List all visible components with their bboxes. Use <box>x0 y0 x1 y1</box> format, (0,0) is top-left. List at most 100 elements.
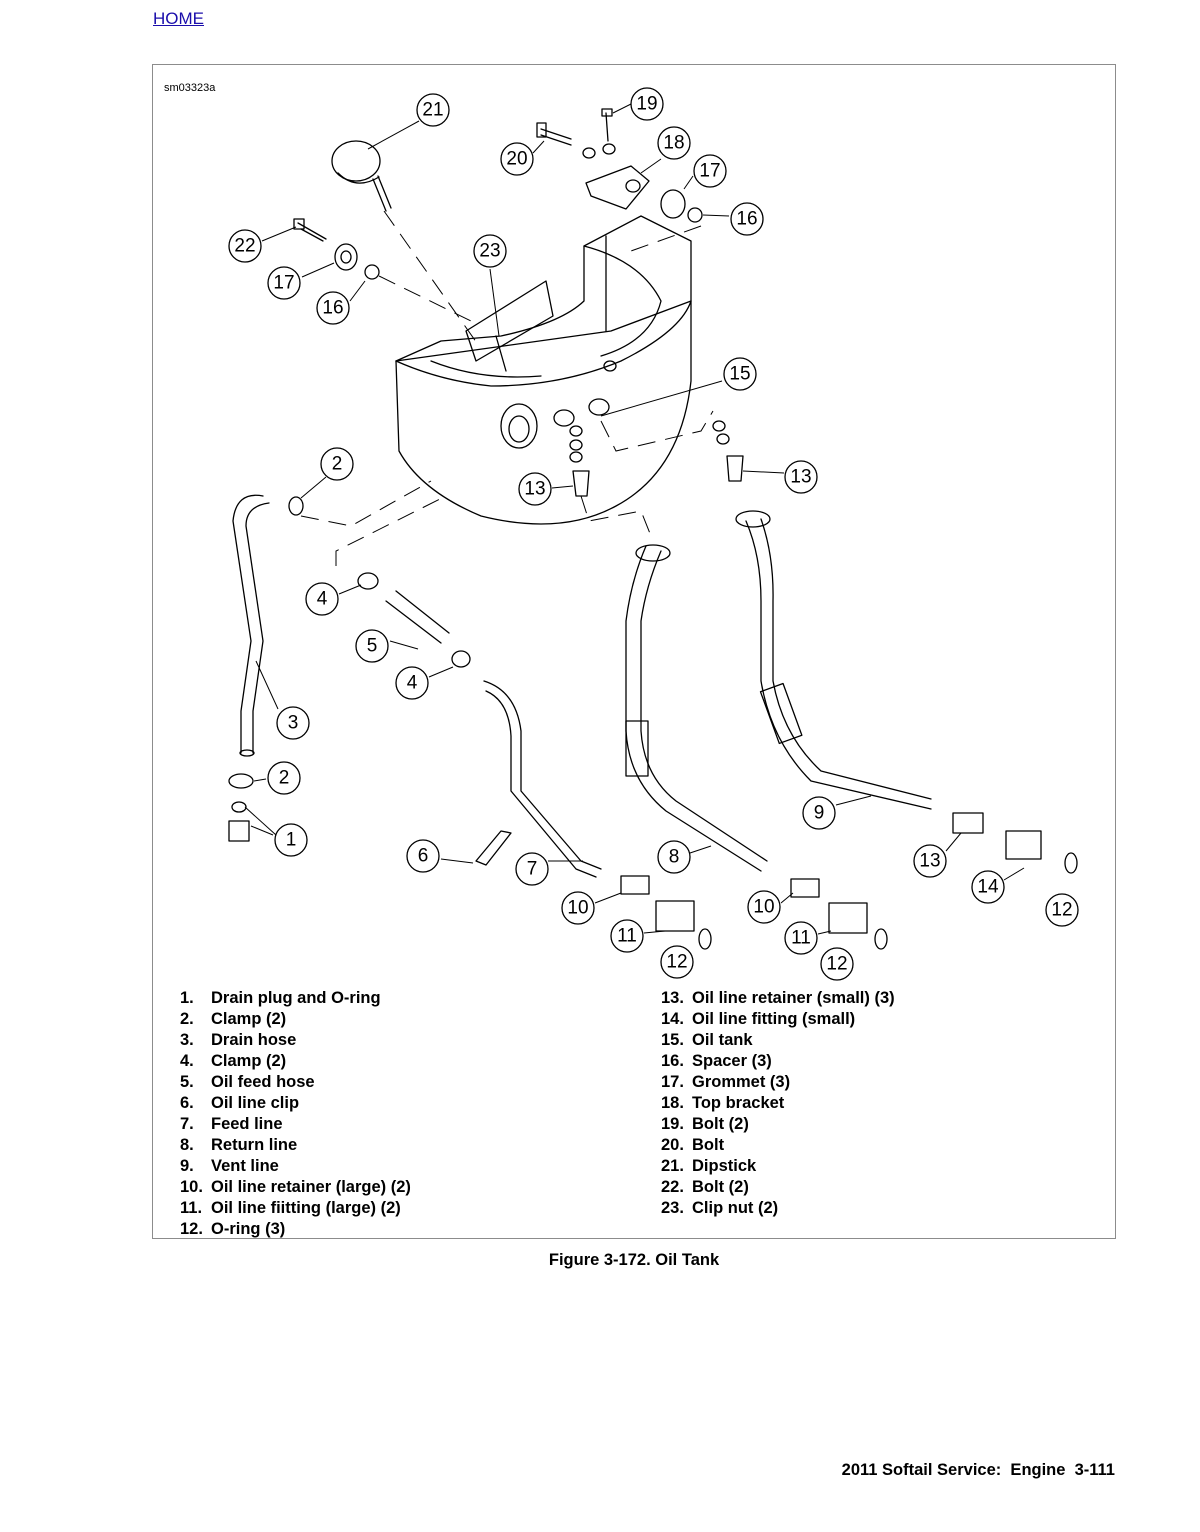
legend-number: 9. <box>180 1157 194 1175</box>
legend-item: 10. Oil line retainer (large) (2) <box>180 1177 411 1198</box>
legend-number: 14. <box>661 1010 684 1028</box>
figure-frame: sm03323a <box>152 64 1116 1239</box>
legend-number: 17. <box>661 1073 684 1091</box>
legend-text: Oil line retainer (large) (2) <box>211 1178 411 1196</box>
legend-left-column: 1.Drain plug and O-ring 2.Clamp (2) 3. Dr… <box>180 988 411 1240</box>
legend-number: 15. <box>661 1031 684 1049</box>
callout-label: 11 <box>791 928 811 949</box>
legend-item: 1.Drain plug and O-ring <box>180 988 411 1009</box>
callout-3: 3 <box>276 706 310 740</box>
legend-number: 19. <box>661 1115 684 1133</box>
callout-13: 13 <box>518 472 552 506</box>
legend-text: Dipstick <box>692 1157 757 1175</box>
legend-text: Top bracket <box>692 1094 785 1112</box>
legend-item: 8.Return line <box>180 1135 411 1156</box>
legend-item: 11.Oil line fiitting (large) (2) <box>180 1198 411 1219</box>
callout-9: 9 <box>802 796 836 830</box>
legend-text: Bolt (2) <box>692 1115 749 1133</box>
figure-caption: Figure 3-172. Oil Tank <box>548 1251 720 1269</box>
legend-text: Oil line clip <box>211 1094 300 1112</box>
callout-17: 17 <box>267 266 301 300</box>
callout-label: 4 <box>407 673 418 694</box>
callout-label: 15 <box>729 364 750 385</box>
callout-12: 12 <box>820 947 854 981</box>
callout-label: 3 <box>288 713 299 734</box>
callout-label: 13 <box>919 851 940 872</box>
callout-label: 4 <box>317 589 328 610</box>
callout-12: 12 <box>1045 893 1079 927</box>
callout-label: 12 <box>1051 900 1072 921</box>
legend-item: 23.Clip nut (2) <box>661 1198 895 1219</box>
legend-number: 6. <box>180 1094 194 1112</box>
callout-label: 11 <box>617 926 637 947</box>
callout-label: 9 <box>814 803 825 824</box>
callout-label: 10 <box>753 897 774 918</box>
callout-label: 14 <box>977 877 999 898</box>
home-link[interactable]: HOME <box>153 9 204 28</box>
legend-item: 13.Oil line retainer (small) (3) <box>661 988 895 1009</box>
callout-label: 5 <box>367 636 378 657</box>
callout-14: 14 <box>971 870 1005 904</box>
figure-id-code: sm03323a <box>164 82 216 94</box>
callout-label: 19 <box>636 94 657 115</box>
callout-11: 11 <box>610 919 644 953</box>
legend-item: 15. Oil tank <box>661 1030 895 1051</box>
callout-16: 16 <box>730 202 764 236</box>
callout-label: 2 <box>332 454 343 475</box>
callout-13: 13 <box>913 844 947 878</box>
callout-label: 22 <box>234 236 255 257</box>
callout-label: 12 <box>666 952 687 973</box>
legend-number: 3. <box>180 1031 194 1049</box>
legend-item: 21.Dipstick <box>661 1156 895 1177</box>
legend-item: 7.Feed line <box>180 1114 411 1135</box>
callout-21: 21 <box>416 93 450 127</box>
callout-5: 5 <box>355 629 389 663</box>
callout-11: 11 <box>784 921 818 955</box>
legend-item: 18.Top bracket <box>661 1093 895 1114</box>
oil-tank-outline <box>395 215 692 362</box>
callout-label: 20 <box>506 149 527 170</box>
callout-label: 17 <box>273 273 294 294</box>
legend-text: Oil line retainer (small) (3) <box>692 989 895 1007</box>
callout-12: 12 <box>660 945 694 979</box>
legend-item: 3. Drain hose <box>180 1030 411 1051</box>
legend-text: Oil tank <box>692 1031 753 1049</box>
legend-item: 5.Oil feed hose <box>180 1072 411 1093</box>
legend-item: 22.Bolt (2) <box>661 1177 895 1198</box>
legend-number: 1. <box>180 989 194 1007</box>
callout-1: 1 <box>274 823 308 857</box>
callout-20: 20 <box>500 142 534 176</box>
callout-2: 2 <box>320 447 354 481</box>
legend-text: Vent line <box>211 1157 279 1175</box>
legend-number: 12. <box>180 1220 203 1238</box>
callout-10: 10 <box>747 890 781 924</box>
callout-label: 17 <box>699 161 720 182</box>
legend-number: 4. <box>180 1052 194 1070</box>
callout-13: 13 <box>784 460 818 494</box>
callout-15: 15 <box>723 357 757 391</box>
callout-10: 10 <box>561 891 595 925</box>
legend-number: 23. <box>661 1199 684 1217</box>
callout-label: 10 <box>567 898 588 919</box>
callout-2: 2 <box>267 761 301 795</box>
callout-label: 16 <box>736 209 757 230</box>
oil-tank-exploded-diagram: 21 19 20 18 17 16 22 17 16 23 15 2 13 13… <box>228 87 1079 981</box>
page-footer: 2011 Softail Service: Engine 3-111 <box>841 1461 1115 1479</box>
callout-18: 18 <box>657 126 691 160</box>
legend-text: Bolt (2) <box>692 1178 749 1196</box>
legend-text: Feed line <box>211 1115 283 1133</box>
legend-text: Drain hose <box>211 1031 297 1049</box>
callout-16: 16 <box>316 291 350 325</box>
legend-item: 4.Clamp (2) <box>180 1051 411 1072</box>
callout-23: 23 <box>473 234 507 268</box>
legend-item: 12.O-ring (3) <box>180 1219 411 1240</box>
callout-17: 17 <box>693 154 727 188</box>
legend-number: 11. <box>180 1199 203 1217</box>
legend-text: Oil feed hose <box>211 1073 315 1091</box>
legend-number: 10. <box>180 1178 203 1196</box>
legend-text: Return line <box>211 1136 298 1154</box>
legend-item: 2.Clamp (2) <box>180 1009 411 1030</box>
legend-number: 20. <box>661 1136 684 1154</box>
callout-group: 21 19 20 18 17 16 22 17 16 23 15 2 13 13… <box>228 87 1079 981</box>
callout-label: 23 <box>479 241 500 262</box>
